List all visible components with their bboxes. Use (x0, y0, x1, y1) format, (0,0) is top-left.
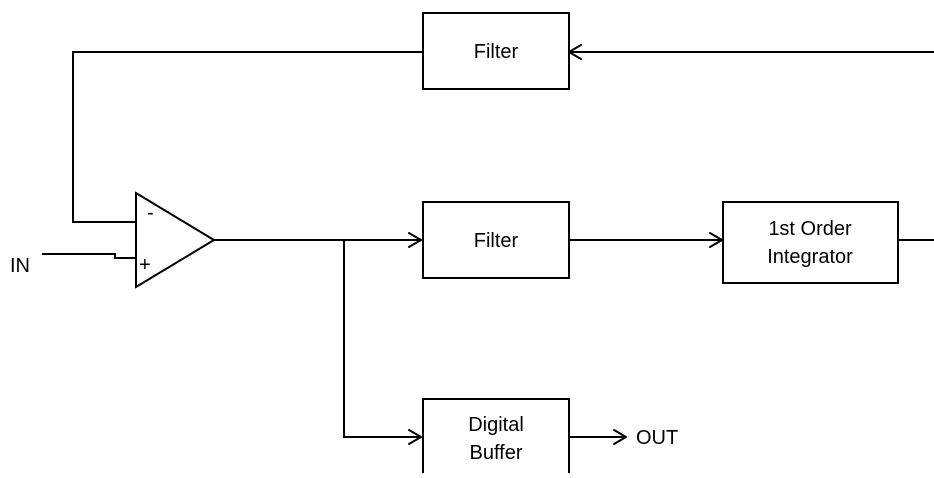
filter-forward-box (422, 201, 570, 279)
digital-buffer-label-line1: Digital (468, 414, 524, 436)
integrator-box (722, 201, 899, 284)
output-branch-wire: OUT (343, 240, 678, 449)
buffer-input-arrow (408, 429, 422, 445)
digital-buffer-box (422, 398, 570, 476)
integrator-label-line2: Integrator (767, 246, 853, 268)
digital-buffer-label-line2: Buffer (470, 442, 523, 464)
integrator-block: 1st Order Integrator (722, 201, 899, 284)
forward-filter-input-arrow (408, 232, 422, 248)
output-arrow (613, 429, 627, 445)
amplifier-plus-label: + (139, 254, 151, 276)
input-label: IN (10, 255, 30, 277)
filter-feedback-box (422, 12, 570, 90)
amplifier-triangle (135, 191, 216, 289)
amplifier: - + (135, 191, 216, 289)
input-wire: IN (10, 253, 136, 277)
amplifier-minus-label: - (147, 202, 154, 224)
filter-feedback-block: Filter (422, 12, 570, 90)
filter-forward-label: Filter (474, 230, 519, 252)
filter-forward-block: Filter (422, 201, 570, 279)
output-label: OUT (636, 427, 678, 449)
integrator-label-line1: 1st Order (768, 218, 852, 240)
digital-buffer-block: Digital Buffer (422, 398, 570, 476)
filter-feedback-label: Filter (474, 41, 519, 63)
